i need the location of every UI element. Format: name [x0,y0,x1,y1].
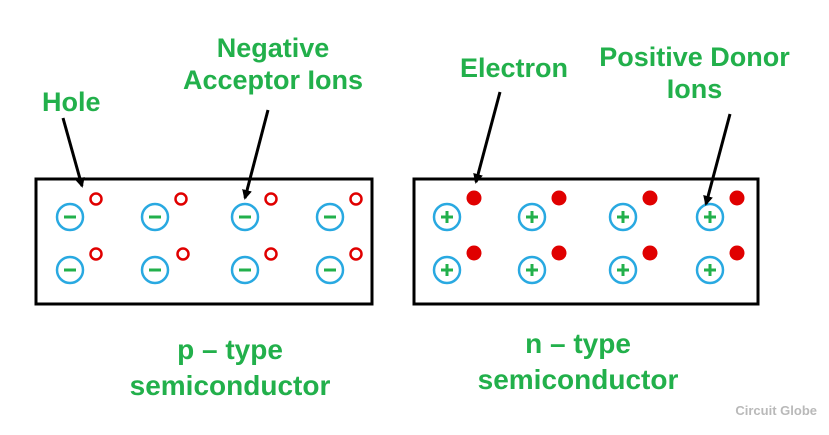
hole-circle-icon [349,247,363,261]
n-type-caption: n – type semiconductor [458,326,698,398]
electron-arrow [473,91,502,184]
negative-ion-circle-icon [55,255,85,285]
electron-dot-icon [729,190,745,206]
p-type-box [34,177,374,306]
electron-label: Electron [460,53,569,83]
hole-circle-icon [176,247,190,261]
watermark-text: Circuit Globe [735,403,817,418]
positive-ion-circle-icon [432,202,462,232]
negative-ion-circle-icon [315,202,345,232]
positive-ion-circle-icon [432,255,462,285]
negative-acceptor-line1: Negative [216,33,330,63]
acceptor-arrow [242,109,270,200]
positive-ion-circle-icon [608,255,638,285]
hole-circle-icon [174,192,188,206]
positive-ion-circle-icon [517,202,547,232]
negative-ion-circle-icon [55,202,85,232]
hole-arrow [61,117,85,188]
electron-dot-icon [551,190,567,206]
n-type-caption-line1: n – type [525,328,631,359]
electron-dot-icon [466,190,482,206]
positive-donor-ions-label: Positive Donor Ions [592,41,797,105]
electron-dot-icon [729,245,745,261]
n-type-box [412,177,760,306]
positive-ion-circle-icon [695,202,725,232]
n-type-ions [432,190,745,285]
negative-acceptor-line2: Acceptor Ions [182,65,364,95]
negative-ion-circle-icon [140,255,170,285]
negative-ion-circle-icon [315,255,345,285]
negative-acceptor-ions-label: Negative Acceptor Ions [178,32,368,96]
positive-ion-circle-icon [695,255,725,285]
p-type-caption: p – type semiconductor [110,332,350,404]
p-type-ions [55,192,363,285]
electron-dot-icon [551,245,567,261]
p-type-caption-line2: semiconductor [129,370,331,401]
hole-circle-icon [264,247,278,261]
negative-ion-circle-icon [230,202,260,232]
negative-ion-circle-icon [230,255,260,285]
hole-circle-icon [349,192,363,206]
hole-circle-icon [264,192,278,206]
electron-dot-icon [642,245,658,261]
positive-donor-line2: Ions [666,74,723,104]
donor-arrow [703,113,732,206]
electron-dot-icon [642,190,658,206]
positive-ion-circle-icon [608,202,638,232]
negative-ion-circle-icon [140,202,170,232]
positive-ion-circle-icon [517,255,547,285]
p-type-caption-line1: p – type [177,334,283,365]
hole-label: Hole [42,87,101,117]
positive-donor-line1: Positive Donor [599,42,790,72]
n-type-caption-line2: semiconductor [477,364,679,395]
hole-circle-icon [89,247,103,261]
hole-circle-icon [89,192,103,206]
electron-dot-icon [466,245,482,261]
